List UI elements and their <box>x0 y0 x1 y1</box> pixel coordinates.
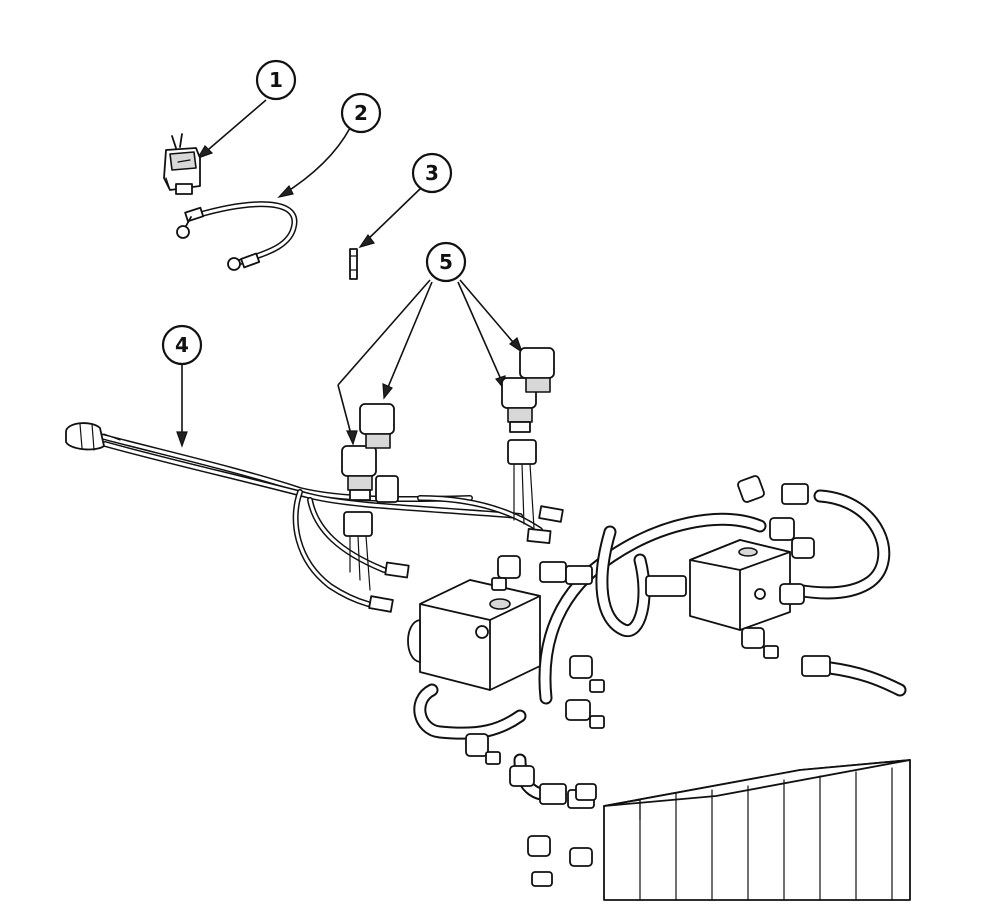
callout-5-label: 5 <box>439 250 453 274</box>
callout-4: 4 <box>161 324 203 448</box>
callout-2-label: 2 <box>354 101 368 125</box>
callout-3: 3 <box>358 152 453 249</box>
jumper-wire-part <box>176 201 298 271</box>
toggle-switch-part <box>163 133 201 195</box>
callout-4-label: 4 <box>175 333 189 357</box>
callout-2: 2 <box>277 92 382 198</box>
callout-5: 5 <box>337 241 524 446</box>
pin-part <box>349 248 358 280</box>
callout-3-label: 3 <box>425 161 439 185</box>
callout-1-label: 1 <box>269 68 283 92</box>
hydraulic-assembly <box>407 475 911 901</box>
callout-1: 1 <box>196 59 297 160</box>
solenoid-connectors-part <box>341 347 555 501</box>
wiring-harness-part <box>65 422 564 613</box>
